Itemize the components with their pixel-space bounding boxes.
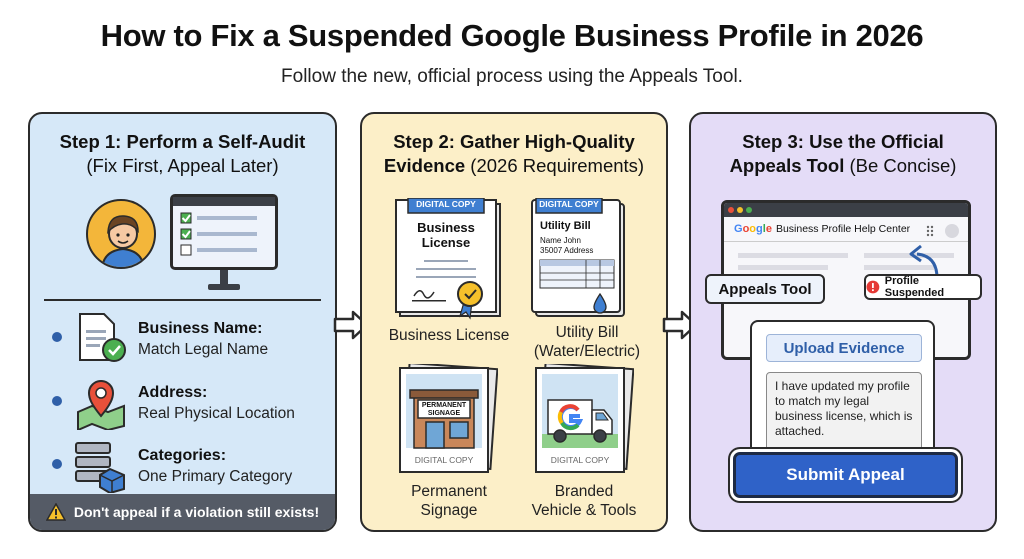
apps-grid-icon — [926, 224, 959, 238]
bullet-dot — [52, 459, 62, 469]
step1-panel: Step 1: Perform a Self-Audit(Fix First, … — [28, 112, 337, 532]
audit-value: One Primary Category — [138, 468, 293, 485]
utility-bill-document: DIGITAL COPY Utility Bill Name John 3500… — [530, 197, 630, 325]
audit-label: Categories: — [138, 447, 227, 464]
digital-copy-tag: DIGITAL COPY — [414, 455, 474, 465]
digital-copy-tag: DIGITAL COPY — [416, 199, 476, 209]
category-stack-icon — [74, 439, 128, 495]
audit-value: Match Legal Name — [138, 341, 269, 358]
utility-doc-name: Name John — [540, 236, 581, 245]
audit-item-categories: Categories: One Primary Category — [30, 439, 335, 497]
appeal-message-input[interactable]: I have updated my profile to match my le… — [766, 372, 922, 452]
step1-divider — [44, 299, 321, 301]
audit-item-address: Address: Real Physical Location — [30, 376, 335, 434]
bullet-dot — [52, 396, 62, 406]
appeals-tool-label[interactable]: Appeals Tool — [705, 274, 825, 304]
document-check-icon — [74, 312, 128, 366]
license-doc-title: Business License — [417, 220, 475, 250]
page-subtitle: Follow the new, official process using t… — [281, 66, 743, 87]
checklist-monitor-icon — [170, 194, 278, 270]
utility-doc-address: 35007 Address — [540, 246, 594, 255]
help-center-title: Business Profile Help Center — [775, 223, 911, 235]
map-pin-icon — [74, 376, 128, 432]
warning-banner: Don't appeal if a violation still exists… — [30, 494, 335, 530]
utility-doc-title: Utility Bill — [540, 220, 591, 232]
warning-icon — [45, 503, 66, 521]
warning-text: Don't appeal if a violation still exists… — [73, 504, 320, 520]
audit-label: Business Name: — [138, 320, 263, 337]
signage-photo: PERMANENT SIGNAGE DIGITAL COPY — [398, 361, 499, 481]
digital-copy-tag: DIGITAL COPY — [550, 455, 610, 465]
vehicle-photo: DIGITAL COPY — [534, 361, 635, 481]
user-avatar-icon — [86, 199, 156, 269]
audit-item-business-name: Business Name: Match Legal Name — [30, 312, 335, 370]
page-title: How to Fix a Suspended Google Business P… — [100, 18, 924, 53]
business-license-document: DIGITAL COPY Business License — [394, 197, 506, 325]
audit-value: Real Physical Location — [138, 405, 295, 422]
browser-header: Google Business Profile Help Center — [734, 223, 910, 235]
audit-label: Address: — [138, 384, 208, 401]
monitor-stand-icon — [208, 270, 240, 290]
step1-title: Step 1: Perform a Self-Audit(Fix First, … — [59, 131, 306, 176]
upload-evidence-button[interactable]: Upload Evidence — [766, 334, 922, 362]
caption-business-license: Business License — [388, 327, 510, 344]
digital-copy-tag: DIGITAL COPY — [539, 199, 599, 209]
alert-icon — [866, 280, 880, 294]
bullet-dot — [52, 332, 62, 342]
browser-titlebar — [724, 203, 968, 217]
signage-text: PERMANENT SIGNAGE — [421, 402, 467, 417]
appeal-form-card: Upload Evidence I have updated my profil… — [750, 320, 935, 465]
submit-appeal-button[interactable]: Submit Appeal — [733, 452, 958, 498]
profile-suspended-badge: Profile Suspended — [864, 274, 982, 300]
caption-utility-bill: Utility Bill(Water/Electric) — [533, 324, 641, 360]
google-logo: Google — [734, 223, 772, 235]
